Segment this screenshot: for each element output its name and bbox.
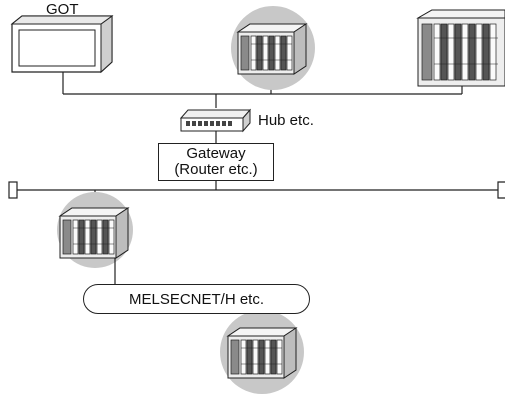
gateway-label: Gateway xyxy=(186,146,245,162)
network-label: MELSECNET/H etc. xyxy=(129,291,264,308)
gateway-sublabel: (Router etc.) xyxy=(174,162,257,178)
plc-bottom-icon xyxy=(220,310,304,394)
got-terminal-icon xyxy=(12,16,112,80)
plc-middle-left-icon xyxy=(57,192,133,284)
gateway-box: Gateway (Router etc.) xyxy=(158,143,274,181)
plc-top-right-icon xyxy=(418,10,505,86)
got-label: GOT xyxy=(46,2,79,17)
network-pill: MELSECNET/H etc. xyxy=(83,284,310,314)
plc-top-center-icon xyxy=(231,6,315,90)
hub-label: Hub etc. xyxy=(258,113,314,128)
hub-icon xyxy=(181,110,250,143)
